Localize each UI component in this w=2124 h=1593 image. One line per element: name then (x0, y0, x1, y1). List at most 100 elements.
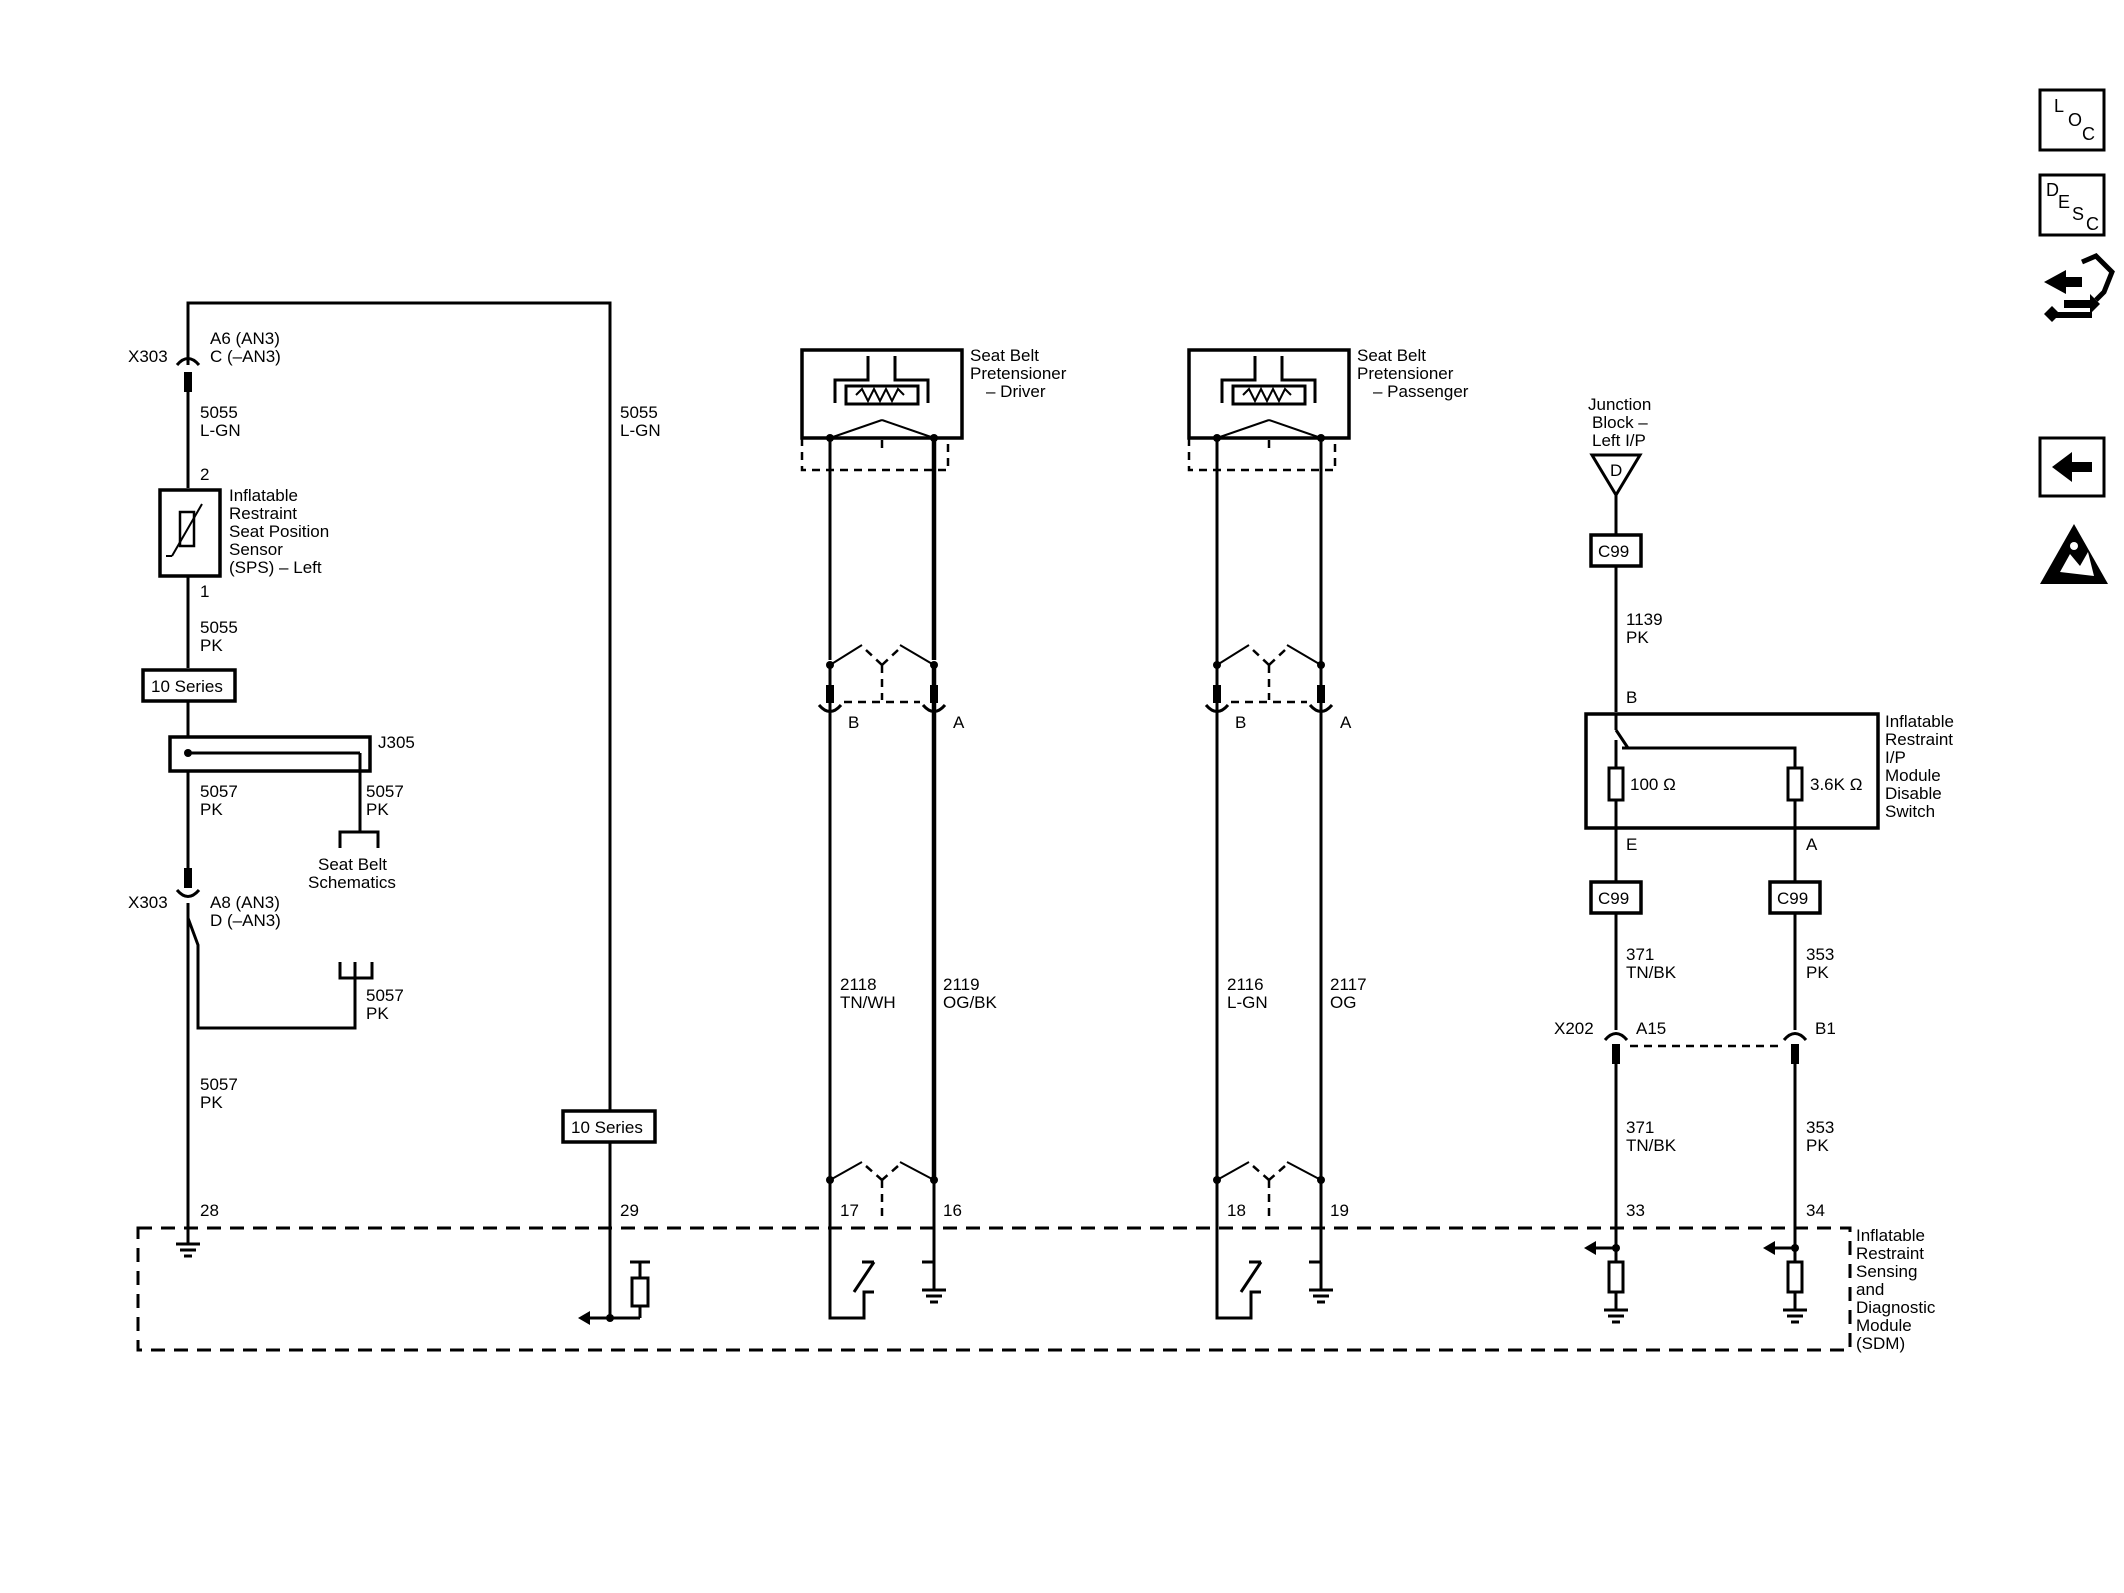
svg-text:2116: 2116 (1227, 975, 1264, 994)
svg-text:B: B (848, 713, 859, 732)
svg-text:Schematics: Schematics (308, 873, 396, 892)
svg-text:5055: 5055 (620, 403, 658, 422)
svg-text:28: 28 (200, 1201, 219, 1220)
svg-text:PK: PK (200, 1093, 223, 1112)
svg-text:34: 34 (1806, 1201, 1825, 1220)
svg-text:10 Series: 10 Series (151, 677, 223, 696)
svg-text:Sensing: Sensing (1856, 1262, 1917, 1281)
svg-text:X303: X303 (128, 893, 168, 912)
svg-text:PK: PK (366, 800, 389, 819)
svg-text:X303: X303 (128, 347, 168, 366)
svg-text:Seat Belt: Seat Belt (970, 346, 1039, 365)
svg-text:19: 19 (1330, 1201, 1349, 1220)
svg-text:PK: PK (200, 800, 223, 819)
svg-text:TN/BK: TN/BK (1626, 963, 1677, 982)
esd-warning-icon[interactable] (2040, 524, 2108, 584)
svg-text:L-GN: L-GN (200, 421, 241, 440)
svg-text:C: C (2086, 214, 2099, 234)
svg-text:and: and (1856, 1280, 1884, 1299)
svg-text:5057: 5057 (366, 986, 404, 1005)
sdm-label: Inflatable Restraint Sensing and Diagnos… (1856, 1226, 1936, 1353)
svg-text:1139: 1139 (1626, 610, 1663, 629)
svg-text:2119: 2119 (943, 975, 980, 994)
series-box (141, 668, 237, 703)
svg-text:E: E (1626, 835, 1637, 854)
svg-text:Diagnostic: Diagnostic (1856, 1298, 1936, 1317)
svg-text:D: D (1610, 461, 1622, 480)
svg-text:Inflatable: Inflatable (229, 486, 298, 505)
svg-text:5057: 5057 (200, 1075, 238, 1094)
svg-text:OG: OG (1330, 993, 1356, 1012)
svg-text:10 Series: 10 Series (571, 1118, 643, 1137)
svg-text:L-GN: L-GN (1227, 993, 1268, 1012)
svg-text:3.6K Ω: 3.6K Ω (1810, 775, 1862, 794)
svg-text:A: A (1340, 713, 1352, 732)
disable-switch (1584, 712, 1880, 830)
svg-text:C99: C99 (1598, 542, 1629, 561)
svg-text:– Passenger: – Passenger (1373, 382, 1469, 401)
svg-text:1: 1 (200, 582, 209, 601)
svg-text:371: 371 (1626, 945, 1654, 964)
svg-text:5055: 5055 (200, 618, 238, 637)
svg-text:2118: 2118 (840, 975, 877, 994)
svg-text:(SPS) – Left: (SPS) – Left (229, 558, 322, 577)
svg-text:PK: PK (1806, 963, 1829, 982)
svg-text:Seat Position: Seat Position (229, 522, 329, 541)
svg-text:PK: PK (1626, 628, 1649, 647)
svg-text:TN/BK: TN/BK (1626, 1136, 1677, 1155)
svg-text:Restraint: Restraint (1856, 1244, 1924, 1263)
svg-text:X202: X202 (1554, 1019, 1594, 1038)
svg-text:L: L (2054, 96, 2064, 116)
svg-text:5057: 5057 (366, 782, 404, 801)
svg-text:18: 18 (1227, 1201, 1246, 1220)
svg-text:Module: Module (1885, 766, 1941, 785)
svg-text:2: 2 (200, 465, 209, 484)
sps-circuit: X303 A6 (AN3) C (–AN3) 5055 L-GN 2 Infla… (128, 301, 661, 1325)
svg-text:353: 353 (1806, 945, 1834, 964)
loc-icon[interactable]: L O C (2038, 88, 2106, 152)
back-arrow-icon[interactable] (2038, 436, 2106, 498)
svg-text:B: B (1626, 688, 1637, 707)
svg-text:A: A (953, 713, 965, 732)
svg-text:C (–AN3): C (–AN3) (210, 347, 281, 366)
driver-pretensioner-circuit: Seat Belt Pretensioner – Driver B A 2118… (800, 346, 1067, 1320)
svg-text:A8 (AN3): A8 (AN3) (210, 893, 280, 912)
svg-text:TN/WH: TN/WH (840, 993, 896, 1012)
svg-text:Switch: Switch (1885, 802, 1935, 821)
svg-text:B: B (1235, 713, 1246, 732)
svg-text:J305: J305 (378, 733, 415, 752)
connector-tool-icon[interactable] (2044, 253, 2115, 322)
svg-text:PK: PK (366, 1004, 389, 1023)
svg-text:O: O (2068, 110, 2082, 130)
svg-text:Disable: Disable (1885, 784, 1942, 803)
svg-text:Restraint: Restraint (229, 504, 297, 523)
svg-text:5055: 5055 (200, 403, 238, 422)
svg-text:100 Ω: 100 Ω (1630, 775, 1676, 794)
driver-pretensioner (800, 348, 964, 440)
series-box (561, 1109, 657, 1144)
svg-text:A: A (1806, 835, 1818, 854)
svg-text:D (–AN3): D (–AN3) (210, 911, 281, 930)
svg-text:Junction: Junction (1588, 395, 1651, 414)
svg-text:Inflatable: Inflatable (1885, 712, 1954, 731)
svg-text:371: 371 (1626, 1118, 1654, 1137)
desc-icon[interactable]: D E S C (2038, 173, 2106, 237)
svg-text:A6 (AN3): A6 (AN3) (210, 329, 280, 348)
svg-text:E: E (2058, 192, 2070, 212)
svg-text:A15: A15 (1636, 1019, 1666, 1038)
svg-text:Restraint: Restraint (1885, 730, 1953, 749)
svg-text:Pretensioner: Pretensioner (970, 364, 1067, 383)
svg-text:29: 29 (620, 1201, 639, 1220)
svg-text:Block –: Block – (1592, 413, 1648, 432)
svg-text:OG/BK: OG/BK (943, 993, 998, 1012)
disable-switch-circuit: Junction Block – Left I/P D C99 1139 PK … (1554, 395, 1954, 1324)
svg-text:Left I/P: Left I/P (1592, 431, 1646, 450)
svg-text:5057: 5057 (200, 782, 238, 801)
svg-text:(SDM): (SDM) (1856, 1334, 1905, 1353)
svg-text:PK: PK (1806, 1136, 1829, 1155)
svg-text:L-GN: L-GN (620, 421, 661, 440)
passenger-pretensioner-circuit: Seat Belt Pretensioner – Passenger B A 2… (1187, 346, 1469, 1320)
svg-text:17: 17 (840, 1201, 859, 1220)
sps-sensor (158, 488, 222, 578)
